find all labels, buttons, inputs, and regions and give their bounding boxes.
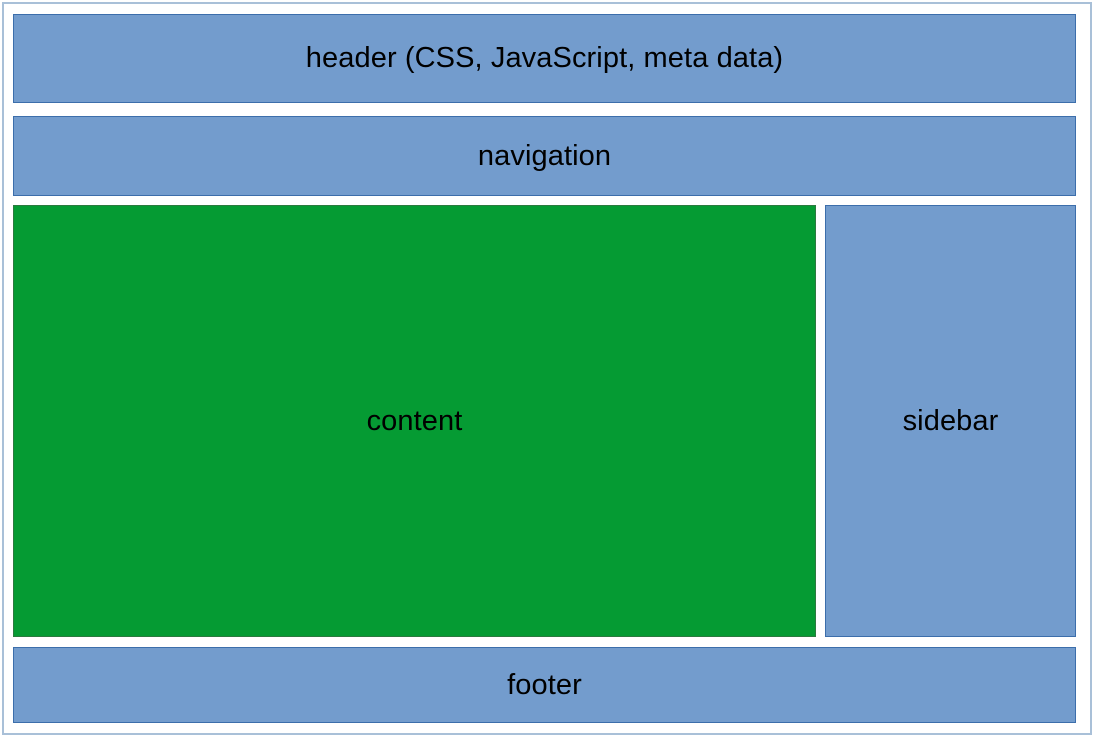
layout-region-header: header (CSS, JavaScript, meta data) xyxy=(13,14,1076,103)
layout-region-footer: footer xyxy=(13,647,1076,723)
header-region-label: header (CSS, JavaScript, meta data) xyxy=(305,42,784,74)
layout-region-sidebar: sidebar xyxy=(825,205,1076,637)
layout-region-navigation: navigation xyxy=(13,116,1076,196)
layout-region-content: content xyxy=(13,205,816,637)
footer-region-label: footer xyxy=(507,668,582,701)
sidebar-region-label: sidebar xyxy=(902,404,999,437)
content-region-label: content xyxy=(366,404,463,437)
navigation-region-label: navigation xyxy=(477,139,612,172)
